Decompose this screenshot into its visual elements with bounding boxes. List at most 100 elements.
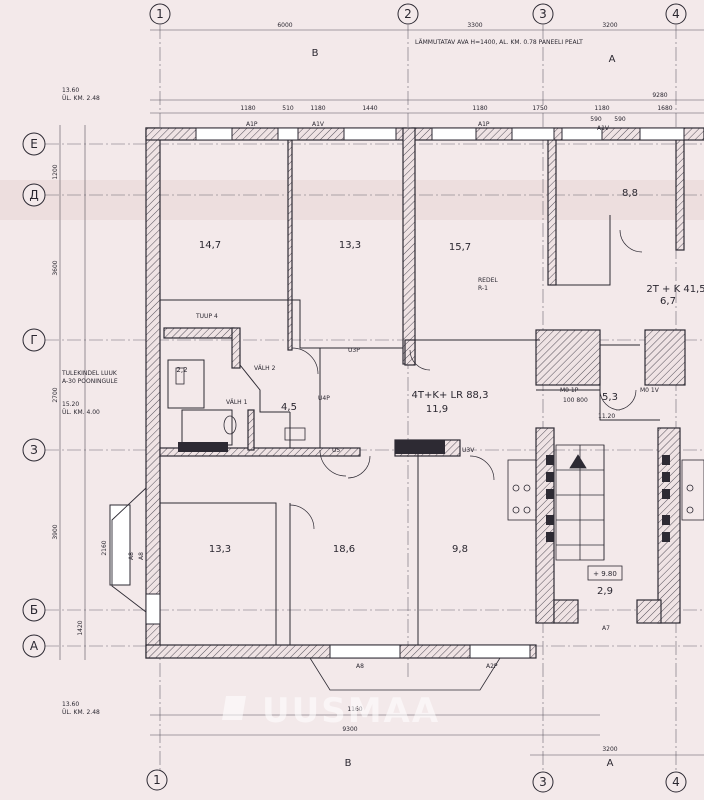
watermark-text: UUSMAA [262, 691, 440, 731]
row-bubbles [22, 132, 46, 658]
panel-a1v-1: A1V [312, 121, 325, 128]
radiators [178, 440, 670, 542]
apartment-label-2t: 2T + K 41,5 [646, 284, 704, 295]
partitions [160, 215, 660, 645]
grid-col-3: 3 [539, 7, 547, 21]
panel-u3v: U3V [462, 447, 475, 454]
dim-bottom-3200: 3200 [602, 746, 617, 753]
grid-col-1: 1 [156, 7, 164, 21]
room-area-5: 6,7 [660, 296, 676, 307]
level-marker-box [587, 565, 623, 581]
room-area-10: 13,3 [209, 544, 231, 555]
dim-top-1680: 1680 [657, 105, 672, 112]
panel-u3p: U3P [348, 347, 360, 354]
dim-top-1440: 1440 [362, 105, 377, 112]
sanitary-fixtures [175, 367, 306, 441]
grid-col-4: 4 [672, 7, 680, 21]
interior-walls [159, 127, 686, 624]
header-note: LÄMMUTATAV AVA H=1400, AL. KM. 0.78 PANE… [415, 39, 583, 46]
door-swings [289, 229, 643, 530]
text-line: 15.20 [62, 401, 79, 408]
balcony [111, 487, 147, 613]
dim-bottom-1160: 1160 [347, 706, 362, 713]
panel-a1p-1: A1P [246, 121, 258, 128]
dim-left-1200: 1200 [52, 164, 59, 179]
dim-top-6000: 6000 [277, 22, 292, 29]
note-11-20: 11.20 [598, 413, 615, 420]
note-valh-2: VÄLH 2 [254, 365, 276, 372]
room-area-4: 8,8 [622, 188, 638, 199]
room-area-13: 2,9 [597, 586, 613, 597]
text-line: A-30 POONINGULE [62, 378, 118, 385]
room-area-3: 15,7 [449, 242, 471, 253]
watermark-logo: UUSMAA [222, 691, 440, 731]
grid-col-4-bottom: 4 [672, 775, 680, 789]
text-line: ÜL. KM. 2.48 [62, 95, 100, 102]
room-area-6: 2,2 [176, 366, 187, 374]
grid-row-g: Г [30, 333, 37, 347]
room-area-8: 11,9 [426, 404, 448, 415]
room-area-1: 14,7 [199, 240, 221, 251]
grid-row-d: Д [29, 188, 38, 202]
note-a8-2: A8 [128, 552, 135, 560]
section-mark-a-top: A [609, 54, 616, 65]
text-line: ÜL. KM. 4.00 [62, 409, 100, 416]
dim-top-3300: 3300 [467, 22, 482, 29]
dim-top-590b: 590 [614, 116, 626, 123]
dim-left-3600: 3600 [52, 260, 59, 275]
room-area-7: 4,5 [281, 402, 297, 413]
duct-label: TUUP 4 [195, 313, 218, 320]
panel-u4p: U4P [318, 395, 330, 402]
section-mark-b-top: B [312, 48, 319, 59]
panel-a2p: A2P [486, 663, 498, 670]
text-line: R-1 [478, 285, 488, 292]
room-area-9: 5,3 [602, 392, 618, 403]
dim-top-9280: 9280 [652, 92, 667, 99]
windows [109, 127, 685, 659]
dim-bottom-9300: 9300 [342, 726, 357, 733]
dim-left-2700: 2700 [52, 387, 59, 402]
dim-top-1180b: 1180 [310, 105, 325, 112]
dim-left-3900: 3900 [52, 524, 59, 539]
grid-row-a: А [30, 639, 39, 653]
note-100-800: 100 800 [563, 397, 588, 404]
dim-top-3200: 3200 [602, 22, 617, 29]
level-marker: + 9.80 [593, 570, 617, 578]
note-a8-1: A8 [356, 663, 364, 670]
dim-top-1180d: 1180 [594, 105, 609, 112]
room-area-11: 18,6 [333, 544, 355, 555]
grid-col-1-bottom: 1 [153, 773, 161, 787]
dim-bottom-2160: 2160 [101, 540, 108, 555]
dim-top-1180a: 1180 [240, 105, 255, 112]
paper-fold [0, 180, 704, 220]
stoves [507, 459, 704, 521]
grid-row-e: E [30, 137, 38, 151]
grid-col-2: 2 [404, 7, 412, 21]
text-line: 13.60 [62, 701, 79, 708]
grid-row-b: Б [30, 603, 38, 617]
note-m01p: M0 1P [560, 387, 579, 394]
dim-top-1180c: 1180 [472, 105, 487, 112]
note-valh-1: VÄLH 1 [226, 399, 248, 406]
column-bubbles [146, 3, 687, 793]
text-line: ÜL. KM. 2.48 [62, 709, 100, 716]
panel-a8: A8 [138, 552, 145, 560]
dim-top-510: 510 [282, 105, 294, 112]
section-mark-b-bottom: B [345, 758, 352, 769]
panel-a7: A7 [602, 625, 610, 632]
room-area-2: 13,3 [339, 240, 361, 251]
note-m01v: M0 1V [640, 387, 660, 394]
text-line: TULEKINDEL LUUK [61, 370, 118, 377]
panel-a1v-2: A1V [597, 125, 610, 132]
text-line: REDEL [478, 277, 498, 284]
section-mark-a-bottom: A [607, 758, 614, 769]
